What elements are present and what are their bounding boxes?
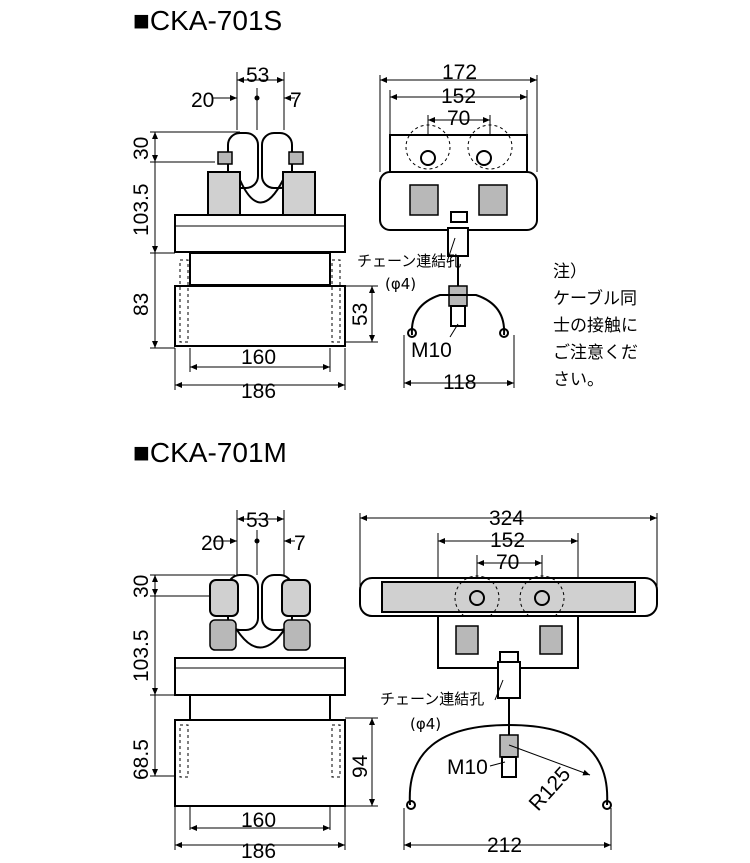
dim-186-m: 186 [241, 840, 276, 863]
note-line-4: ご注意くだ [553, 343, 638, 363]
dim-212-m: 212 [487, 834, 522, 857]
side-view-s: 172 152 70 チェーン連結孔 (φ4) M10 118 [357, 61, 538, 394]
model-title-m: ■CKA-701M [133, 437, 287, 468]
dim-186-s: 186 [241, 380, 276, 403]
note-line-2: ケーブル同 [553, 288, 637, 309]
dim-160-m: 160 [241, 809, 276, 832]
dim-118-s: 118 [443, 371, 476, 394]
dim-7-s: 7 [290, 89, 302, 112]
chain-hole-s: (φ4) [385, 275, 416, 293]
caution-note: 注） ケーブル同 士の接触に ご注意くだ さい。 [553, 262, 638, 390]
note-line-1: 注） [553, 262, 587, 282]
bolt-label-m: M10 [447, 756, 488, 779]
dim-152-m: 152 [490, 529, 525, 552]
model-title-s: ■CKA-701S [133, 5, 282, 36]
bolt-label-s: M10 [411, 339, 452, 362]
dim-70-m: 70 [496, 551, 519, 574]
side-view-m: 324 152 70 チェーン連結孔 (φ4) M10 R125 [359, 507, 658, 857]
dim-30-m: 30 [130, 575, 153, 598]
dim-30-s: 30 [130, 137, 153, 160]
dim-53v-s: 53 [349, 303, 372, 326]
dim-70-s: 70 [447, 107, 470, 130]
chain-hole-m: (φ4) [410, 715, 441, 733]
chain-label-s: チェーン連結孔 [357, 252, 461, 270]
dim-160-s: 160 [241, 346, 276, 369]
front-view-s: 53 20 7 30 103.5 83 53 [130, 64, 378, 403]
dim-53-s: 53 [246, 64, 269, 87]
dim-94-m: 94 [349, 754, 372, 778]
dim-152-s: 152 [441, 85, 476, 108]
dim-53-m: 53 [246, 509, 269, 532]
dim-172-s: 172 [442, 61, 477, 84]
front-view-m: 53 20 7 30 103.5 68.5 94 [130, 509, 378, 863]
dim-68-5-m: 68.5 [130, 739, 153, 780]
dim-20-s: 20 [191, 89, 214, 112]
dim-103-5-m: 103.5 [130, 629, 153, 682]
dim-20-m: 20 [201, 532, 224, 555]
dim-324-m: 324 [489, 507, 524, 530]
dim-7-m: 7 [294, 532, 306, 555]
dim-103-5-s: 103.5 [130, 183, 153, 236]
chain-label-m: チェーン連結孔 [380, 690, 484, 708]
note-line-5: さい。 [553, 370, 604, 390]
radius-label-m: R125 [525, 763, 576, 816]
dim-83-s: 83 [130, 293, 153, 316]
note-line-3: 士の接触に [553, 316, 638, 336]
